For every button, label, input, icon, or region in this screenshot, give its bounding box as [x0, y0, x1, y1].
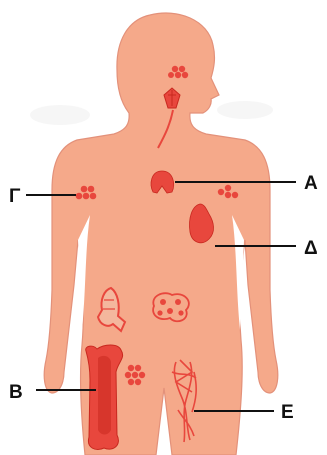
- label-a: Α: [304, 173, 318, 194]
- label-b: Β: [9, 382, 23, 403]
- label-e: Ε: [281, 402, 294, 423]
- human-body-silhouette: [44, 13, 278, 455]
- label-delta: Δ: [304, 238, 318, 259]
- label-gamma: Γ: [9, 186, 21, 207]
